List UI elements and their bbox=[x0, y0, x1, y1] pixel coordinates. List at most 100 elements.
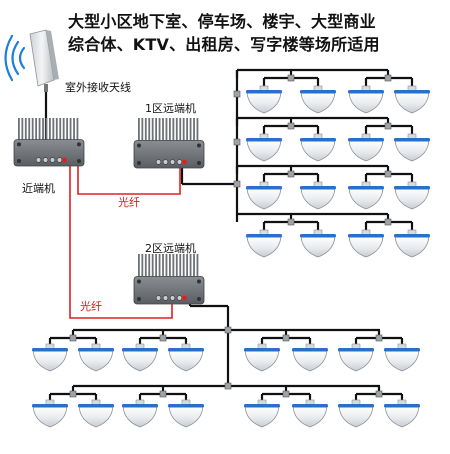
antenna-dome bbox=[168, 405, 204, 428]
port-connector bbox=[155, 295, 162, 301]
port-connector bbox=[176, 295, 183, 301]
splitter-icon bbox=[224, 326, 232, 334]
antenna-dome bbox=[348, 91, 384, 114]
ceiling-antenna-icon bbox=[300, 133, 336, 162]
antenna-dome bbox=[244, 349, 280, 372]
cooling-fin bbox=[158, 254, 161, 282]
cooling-fin bbox=[169, 254, 171, 282]
antenna-dome bbox=[338, 349, 374, 372]
antenna-dome bbox=[300, 91, 336, 114]
antenna-dome bbox=[348, 235, 384, 258]
splitter-icon bbox=[287, 122, 295, 130]
cooling-fin bbox=[182, 254, 185, 282]
ceiling-antenna-icon bbox=[348, 229, 384, 258]
ceiling-antenna-icon bbox=[32, 343, 68, 372]
antenna-dome bbox=[300, 139, 336, 162]
port-connector bbox=[169, 159, 176, 165]
ceiling-antenna-icon bbox=[348, 181, 384, 210]
cooling-fin bbox=[141, 254, 144, 282]
antenna-dome bbox=[246, 139, 282, 162]
panel-side bbox=[46, 30, 59, 80]
bolt bbox=[197, 161, 201, 165]
antenna-ring bbox=[168, 404, 204, 408]
cooling-fin bbox=[69, 118, 72, 145]
ceiling-antenna-icon bbox=[384, 343, 420, 372]
ceiling-antenna-icon bbox=[348, 85, 384, 114]
splitter-icon bbox=[69, 390, 77, 398]
ceiling-antenna-icon bbox=[338, 343, 374, 372]
antenna-ring bbox=[244, 348, 280, 352]
bolt bbox=[197, 279, 201, 284]
antenna-ring bbox=[246, 90, 282, 94]
ceiling-antenna-icon bbox=[246, 181, 282, 210]
antenna-ring bbox=[78, 404, 114, 408]
cooling-fin bbox=[155, 118, 158, 146]
cooling-fin bbox=[193, 118, 195, 146]
signal-wave bbox=[4, 34, 14, 82]
splitter-icon bbox=[282, 390, 290, 398]
antenna-ring bbox=[348, 234, 384, 238]
fiber-to-remote2 bbox=[69, 160, 173, 319]
cooling-fin bbox=[73, 118, 75, 145]
antenna-ring bbox=[168, 348, 204, 352]
fiber-port bbox=[62, 157, 67, 163]
cooling-fin bbox=[45, 118, 48, 145]
splitter-icon bbox=[384, 122, 392, 130]
cooling-fin bbox=[196, 118, 199, 146]
antenna-ring bbox=[300, 90, 336, 94]
antenna-dome bbox=[246, 91, 282, 114]
cooling-fin bbox=[196, 254, 199, 282]
cooling-fin bbox=[42, 118, 44, 145]
antenna-ring bbox=[78, 348, 114, 352]
ceiling-antenna-icon bbox=[292, 399, 328, 428]
antenna-ring bbox=[246, 234, 282, 238]
splitter-icon bbox=[287, 74, 295, 82]
antenna-ring bbox=[348, 138, 384, 142]
antenna-ring bbox=[292, 348, 328, 352]
port-connector bbox=[169, 295, 176, 301]
unit-chassis bbox=[13, 139, 85, 167]
cooling-fin bbox=[24, 118, 27, 145]
splitter-icon bbox=[159, 334, 167, 342]
cooling-fin bbox=[182, 118, 185, 146]
port-connector bbox=[162, 295, 169, 301]
splitter-icon bbox=[375, 334, 383, 342]
port-connector bbox=[155, 159, 162, 165]
cooling-fin bbox=[175, 118, 178, 146]
antenna-dome bbox=[394, 187, 430, 210]
antenna-ring bbox=[244, 404, 280, 408]
ceiling-antenna-icon bbox=[394, 85, 430, 114]
bolt bbox=[17, 142, 21, 147]
ceiling-antenna-group bbox=[32, 85, 430, 428]
cooling-fin bbox=[21, 118, 24, 145]
remote1-unit bbox=[133, 118, 205, 169]
antenna-ring bbox=[32, 404, 68, 408]
title-line-2: 综合体、KTV、出租房、写字楼等场所适用 bbox=[68, 35, 380, 54]
cooling-fin bbox=[186, 118, 189, 146]
antenna-dome bbox=[300, 187, 336, 210]
panel-antenna-icon bbox=[29, 29, 59, 92]
near-end-label: 近端机 bbox=[22, 182, 55, 195]
antenna-dome bbox=[300, 235, 336, 258]
splitter-icon bbox=[69, 334, 77, 342]
near-end-unit bbox=[13, 118, 85, 167]
ceiling-antenna-icon bbox=[244, 399, 280, 428]
cooling-fin bbox=[31, 118, 34, 145]
cooling-fin bbox=[179, 254, 182, 282]
cooling-fin bbox=[179, 118, 182, 146]
antenna-dome bbox=[292, 349, 328, 372]
port-connector bbox=[176, 159, 183, 165]
splitter-icon bbox=[287, 218, 295, 226]
antenna-ring bbox=[300, 234, 336, 238]
cooling-fin bbox=[162, 118, 164, 146]
antenna-ring bbox=[300, 186, 336, 190]
bolt bbox=[197, 143, 201, 148]
fiber-to-remote1 bbox=[77, 160, 181, 195]
antenna-ring bbox=[32, 348, 68, 352]
fiber-port bbox=[182, 159, 187, 165]
cooling-fin bbox=[49, 118, 51, 145]
splitter-icon bbox=[159, 390, 167, 398]
bolt bbox=[137, 297, 141, 301]
antenna-dome bbox=[348, 187, 384, 210]
